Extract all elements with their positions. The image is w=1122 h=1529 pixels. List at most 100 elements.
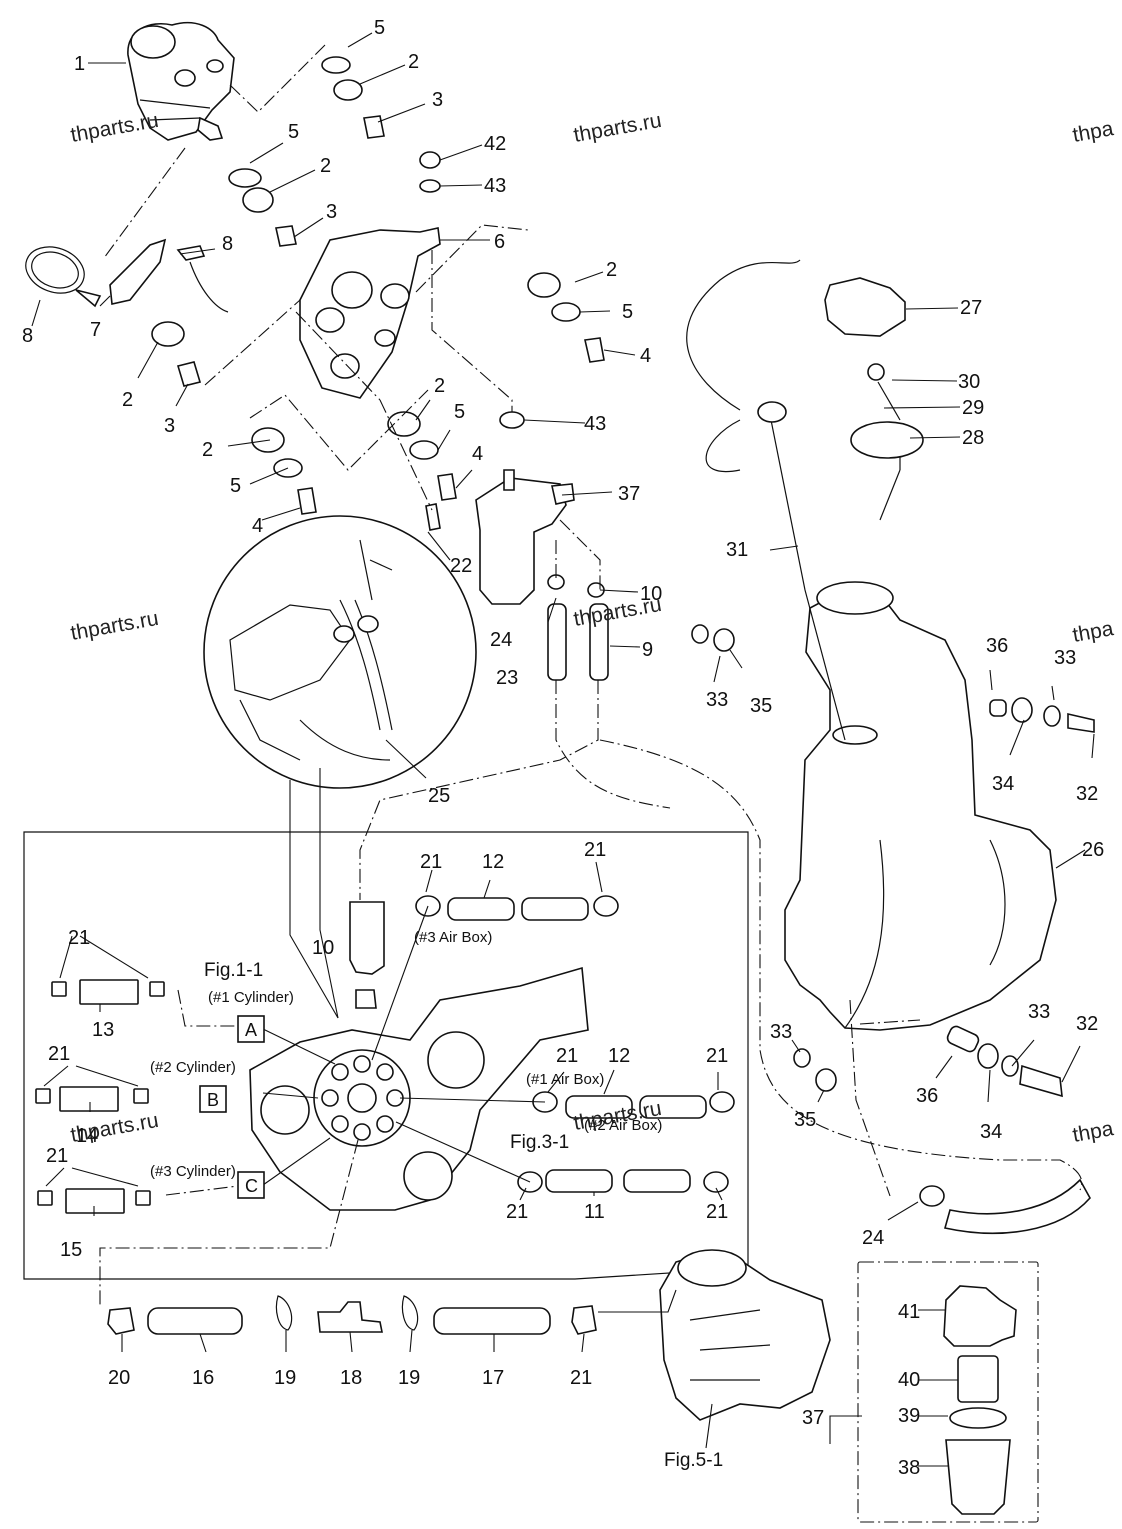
figure-ref-fig1-1: Fig.1-1 — [204, 960, 263, 981]
callout-33: 33 — [1028, 1001, 1050, 1023]
callout-5: 5 — [230, 475, 241, 497]
oil-filter-assembly — [475, 469, 605, 605]
return-hose — [919, 1178, 1091, 1235]
callout-4: 4 — [252, 515, 263, 537]
callout-5: 5 — [374, 17, 385, 39]
callout-41: 41 — [898, 1301, 920, 1323]
callout-34: 34 — [992, 773, 1014, 795]
watermark-9: thpa — [1071, 1117, 1116, 1147]
callout-4: 4 — [472, 443, 483, 465]
grommet-set-right — [251, 151, 605, 531]
callout-2: 2 — [434, 375, 445, 397]
callout-2: 2 — [320, 155, 331, 177]
callout-14: 14 — [76, 1125, 98, 1147]
callout-3: 3 — [164, 415, 175, 437]
callout-37: 37 — [618, 483, 640, 505]
inset-hoses — [35, 897, 707, 1214]
callout-8: 8 — [222, 233, 233, 255]
callout-35: 35 — [794, 1109, 816, 1131]
figure-references: Fig.1-1 Fig.3-1 Fig.5-1 — [204, 960, 723, 1471]
callout-3: 3 — [432, 89, 443, 111]
callout-24: 24 — [490, 629, 512, 651]
callout-33: 33 — [770, 1021, 792, 1043]
center-dash-lines — [99, 44, 1083, 1306]
callout-43: 43 — [584, 413, 606, 435]
callout-38: 38 — [898, 1457, 920, 1479]
callout-6: 6 — [494, 231, 505, 253]
connector-markers: A B C — [199, 1015, 265, 1199]
watermark-3: thpa — [1071, 117, 1116, 147]
callout-21: 21 — [420, 851, 442, 873]
callout-29: 29 — [962, 397, 984, 419]
filter-exploded-box — [857, 1261, 1039, 1523]
callout-26: 26 — [1082, 839, 1104, 861]
injection-pump — [659, 1249, 831, 1421]
callout-36: 36 — [916, 1085, 938, 1107]
annotation-air-box-2: (#2 Air Box) — [584, 1117, 662, 1134]
callout-21: 21 — [46, 1145, 68, 1167]
dipstick — [686, 259, 846, 741]
leader-lines — [31, 32, 1095, 1467]
tank-mount-hardware — [691, 624, 1095, 1098]
callout-8: 8 — [22, 325, 33, 347]
callout-21: 21 — [706, 1201, 728, 1223]
callout-31: 31 — [726, 539, 748, 561]
callout-15: 15 — [60, 1239, 82, 1261]
callout-4: 4 — [640, 345, 651, 367]
callout-21: 21 — [556, 1045, 578, 1067]
callout-11: 11 — [584, 1201, 605, 1223]
callout-10: 10 — [312, 937, 334, 959]
oil-tank — [784, 581, 1057, 1031]
callout-42: 42 — [484, 133, 506, 155]
callout-3: 3 — [326, 201, 337, 223]
callout-17: 17 — [482, 1367, 504, 1389]
watermark-6: thpa — [1071, 617, 1116, 647]
callout-5: 5 — [622, 301, 633, 323]
callout-20: 20 — [108, 1367, 130, 1389]
oil-pump — [127, 21, 235, 141]
callout-10: 10 — [640, 583, 662, 605]
callout-2: 2 — [408, 51, 419, 73]
callout-21: 21 — [570, 1367, 592, 1389]
detail-view-circle — [203, 515, 477, 789]
callout-21: 21 — [706, 1045, 728, 1067]
distributor-block — [249, 966, 589, 1211]
callout-28: 28 — [962, 427, 984, 449]
callout-21: 21 — [48, 1043, 70, 1065]
callout-33: 33 — [1054, 647, 1076, 669]
bottom-row-parts — [107, 1295, 597, 1335]
connector-c: C — [245, 1176, 258, 1196]
callout-40: 40 — [898, 1369, 920, 1391]
connector-b: B — [207, 1090, 219, 1110]
callout-21: 21 — [68, 927, 90, 949]
callout-7: 7 — [90, 319, 101, 341]
figure-ref-fig5-1: Fig.5-1 — [664, 1450, 723, 1471]
watermark-1: thparts.ru — [69, 109, 160, 147]
callout-2: 2 — [202, 439, 213, 461]
callout-12: 12 — [482, 851, 504, 873]
callout-24: 24 — [862, 1227, 884, 1249]
callout-27: 27 — [960, 297, 982, 319]
tank-cap — [824, 277, 924, 521]
oil-hoses-short — [547, 603, 609, 681]
watermark-2: thparts.ru — [572, 109, 663, 147]
location-annotations: (#1 Cylinder) (#2 Cylinder) (#3 Cylinder… — [150, 929, 662, 1180]
callout-43: 43 — [484, 175, 506, 197]
callout-19: 19 — [398, 1367, 420, 1389]
callout-5: 5 — [288, 121, 299, 143]
band-clamp — [25, 238, 229, 313]
callout-36: 36 — [986, 635, 1008, 657]
connector-a: A — [245, 1020, 257, 1040]
callout-32: 32 — [1076, 783, 1098, 805]
callout-33: 33 — [706, 689, 728, 711]
callout-19: 19 — [274, 1367, 296, 1389]
annotation-air-box-3: (#3 Air Box) — [414, 929, 492, 946]
callout-22: 22 — [450, 555, 472, 577]
callout-18: 18 — [340, 1367, 362, 1389]
callout-2: 2 — [122, 389, 133, 411]
callout-labels: 1 5 2 3 5 2 3 42 43 6 8 8 7 2 3 2 5 4 2 … — [22, 17, 1104, 1479]
callout-9: 9 — [642, 639, 653, 661]
callout-13: 13 — [92, 1019, 114, 1041]
callout-2: 2 — [606, 259, 617, 281]
